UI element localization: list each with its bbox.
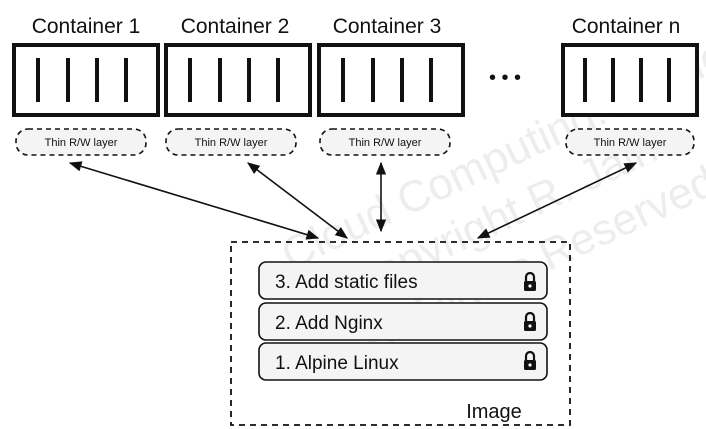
container-1-box [12, 43, 160, 117]
arrow-container-2-to-image [246, 162, 349, 239]
container-1: Container 1 Thin R/W layer [12, 15, 160, 156]
container-n-rw-layer [565, 128, 695, 156]
container-3: Container 3 Thin R/W layer [317, 15, 465, 156]
image-layer-2-label: 2. Add Nginx [275, 313, 383, 334]
container-n-title: Container n [572, 15, 681, 38]
container-1-rw-layer [15, 128, 147, 156]
container-2-title: Container 2 [181, 15, 290, 38]
container-2-bars [188, 58, 280, 102]
container-3-title: Container 3 [333, 15, 442, 38]
container-3-rw-layer-label: Thin R/W layer [349, 137, 422, 149]
container-3-rw-layer [319, 128, 451, 156]
container-2: Container 2 Thin R/W layer [164, 15, 312, 156]
image-layer-1-label: 1. Alpine Linux [275, 353, 399, 374]
image-layer-2 [258, 302, 548, 341]
container-3-bars [341, 58, 433, 102]
container-1-title: Container 1 [32, 15, 141, 38]
image-label: Image [466, 401, 522, 423]
image-box: 3. Add static files 2. Add Nginx 1. Alpi… [230, 241, 571, 426]
container-n-bars [583, 58, 671, 102]
container-1-bars [36, 58, 128, 102]
image-layer-3-label: 3. Add static files [275, 272, 418, 293]
image-boundary [230, 241, 571, 426]
container-n-rw-layer-label: Thin R/W layer [594, 137, 667, 149]
image-layer-3 [258, 261, 548, 300]
container-2-box [164, 43, 312, 117]
container-3-box [317, 43, 465, 117]
container-2-rw-layer [165, 128, 297, 156]
arrow-container-n-to-image [476, 162, 638, 239]
container-1-rw-layer-label: Thin R/W layer [45, 137, 118, 149]
container-n: Container n Thin R/W layer [561, 15, 699, 156]
ellipsis: • • • [489, 67, 521, 89]
arrow-container-1-to-image [68, 161, 320, 240]
image-layer-1 [258, 342, 548, 381]
container-2-rw-layer-label: Thin R/W layer [195, 137, 268, 149]
